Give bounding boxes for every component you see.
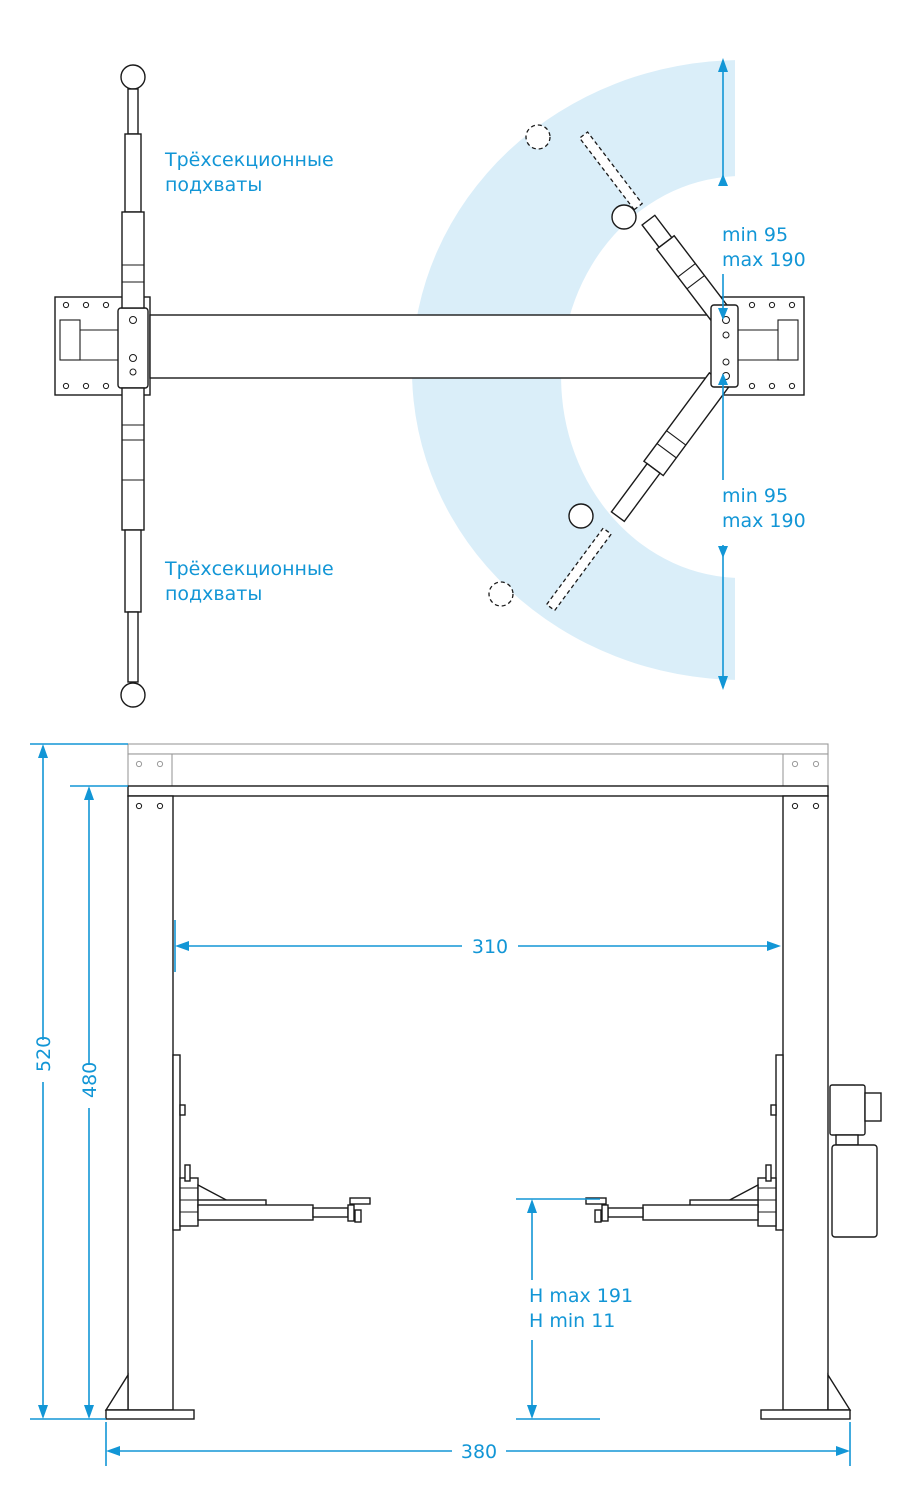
lower-swing-label: min 95 max 190 xyxy=(722,485,806,532)
total-height-dimension: 520 xyxy=(30,743,128,1420)
lift-height-label: H max 191 H min 11 xyxy=(529,1285,639,1332)
left-upper-arm xyxy=(120,64,146,309)
lift-height-dimension: H max 191 H min 11 xyxy=(516,1198,639,1420)
lower-swing-dimension xyxy=(718,373,728,690)
column-height-value: 480 xyxy=(79,1062,101,1098)
column-height-dimension: 480 xyxy=(70,785,128,1419)
right-column xyxy=(760,795,852,1420)
motor-unit xyxy=(829,1084,882,1238)
left-lower-arm xyxy=(120,387,146,708)
raised-top-beam xyxy=(127,743,829,787)
right-lifting-arm xyxy=(585,1164,777,1227)
left-pivot-block xyxy=(117,307,149,389)
right-lower-arm xyxy=(488,371,730,612)
crossbeam xyxy=(149,314,721,379)
right-upper-arm xyxy=(525,124,733,326)
front-view: 310 380 520 480 xyxy=(30,743,882,1466)
total-width-dimension: 380 xyxy=(105,1422,851,1466)
right-pivot-block xyxy=(710,304,739,388)
left-column xyxy=(104,795,195,1420)
upper-swing-label: min 95 max 190 xyxy=(722,224,806,271)
total-width-value: 380 xyxy=(461,1441,497,1463)
inner-width-value: 310 xyxy=(472,936,508,958)
arms-label-top: Трёхсекционные подхваты xyxy=(164,149,340,196)
inner-width-dimension: 310 xyxy=(174,920,781,972)
arms-label-bottom: Трёхсекционные подхваты xyxy=(164,558,340,605)
top-beam xyxy=(127,785,829,797)
swing-arc xyxy=(412,60,735,680)
top-view: Трёхсекционные подхваты Трёхсекционные п… xyxy=(54,58,806,708)
upper-swing-dimension xyxy=(718,58,728,320)
total-height-value: 520 xyxy=(33,1036,55,1072)
left-lifting-arm xyxy=(179,1164,371,1227)
